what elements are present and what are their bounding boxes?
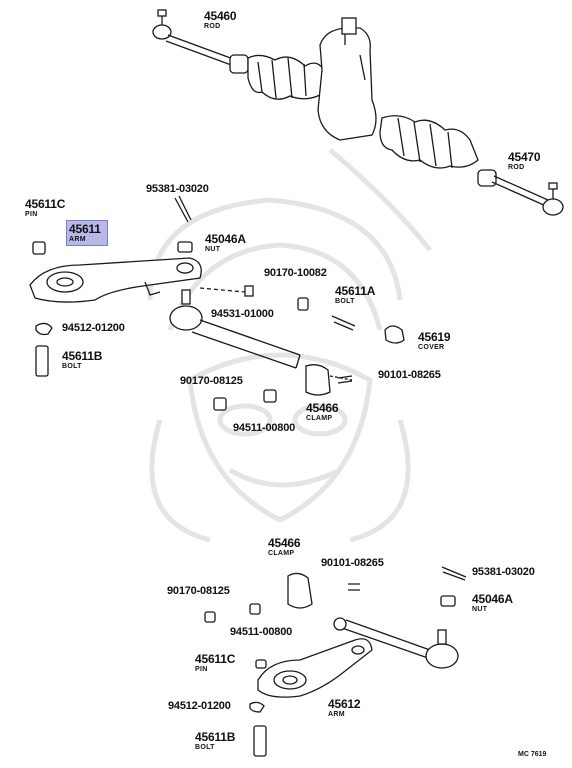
label-94531: 94531-01000 [211,308,274,320]
arm-45611-shape [29,257,202,303]
label-45460: 45460 ROD [204,9,237,30]
label-45611-arm-highlighted[interactable]: 45611 ARM [66,220,108,246]
nut-90170-08125-shape [213,397,227,411]
label-94512-top: 94512-01200 [62,322,125,334]
bolt-45611a-shape [331,315,356,331]
nut-45046a-bot-shape [440,595,456,607]
label-94512-bot: 94512-01200 [168,700,231,712]
label-94511-top: 94511-00800 [233,422,296,434]
label-45611b-bot: 45611B BOLT [195,730,236,751]
clamp-45466-bot-shape [287,572,313,609]
bolt-90101-bot-shape [348,583,360,591]
label-45619: 45619 COVER [418,330,451,351]
cotter-94531-shape [244,285,254,297]
washer-94512-shape [35,322,53,336]
drawing-lines [29,9,564,757]
nut-94511-bot-shape [249,603,261,615]
diagram-code: MC 7619 [518,751,547,758]
label-45466-top: 45466 CLAMP [306,401,339,422]
label-90170-10082: 90170-10082 [264,267,327,279]
label-95381-bot: 95381-03020 [472,566,535,578]
nut-94511-shape [263,389,277,403]
pin-95381-shape [174,195,192,223]
pin-45611c-bot-shape [255,659,267,669]
label-45466-bot: 45466 CLAMP [268,536,301,557]
label-94511-bot: 94511-00800 [230,626,293,638]
dash-cotter [199,287,246,293]
watermark-emblem [147,148,432,543]
label-45470: 45470 ROD [508,150,541,171]
rod-45470-shape [477,169,564,216]
nut-90170-bot-shape [204,611,216,623]
pin-95381-bot-shape [441,566,467,581]
pin-45611c-shape [32,241,46,255]
label-95381-top: 95381-03020 [146,183,209,195]
label-45611c-top: 45611C PIN [25,197,66,218]
label-45046a-top: 45046A NUT [205,232,246,253]
bolt-45611b-bot-shape [253,725,267,757]
label-90101-bot: 90101-08265 [321,557,384,569]
rack-housing-shape [247,17,479,169]
label-90170-08125-top: 90170-08125 [180,375,243,387]
bolt-45611b-shape [35,345,49,377]
nut-45046a-shape [177,241,193,253]
label-45046a-bot: 45046A NUT [472,592,513,613]
label-45611a: 45611A BOLT [335,284,376,305]
cover-45619-shape [384,325,405,344]
washer-94512-bot-shape [249,701,265,713]
rod-bot-shape [333,617,459,669]
label-45612: 45612 ARM [328,697,361,718]
clamp-45466-shape [305,364,331,396]
label-45611c-bot: 45611C PIN [195,652,236,673]
tierod-end-shape [169,289,301,369]
bolt-90101-shape [337,375,353,384]
bolt-90170-10082-shape [297,297,309,311]
label-90170-08125-bot: 90170-08125 [167,585,230,597]
label-90101-top: 90101-08265 [378,369,441,381]
label-45611b-top: 45611B BOLT [62,349,103,370]
arm-45612-shape [257,638,373,698]
